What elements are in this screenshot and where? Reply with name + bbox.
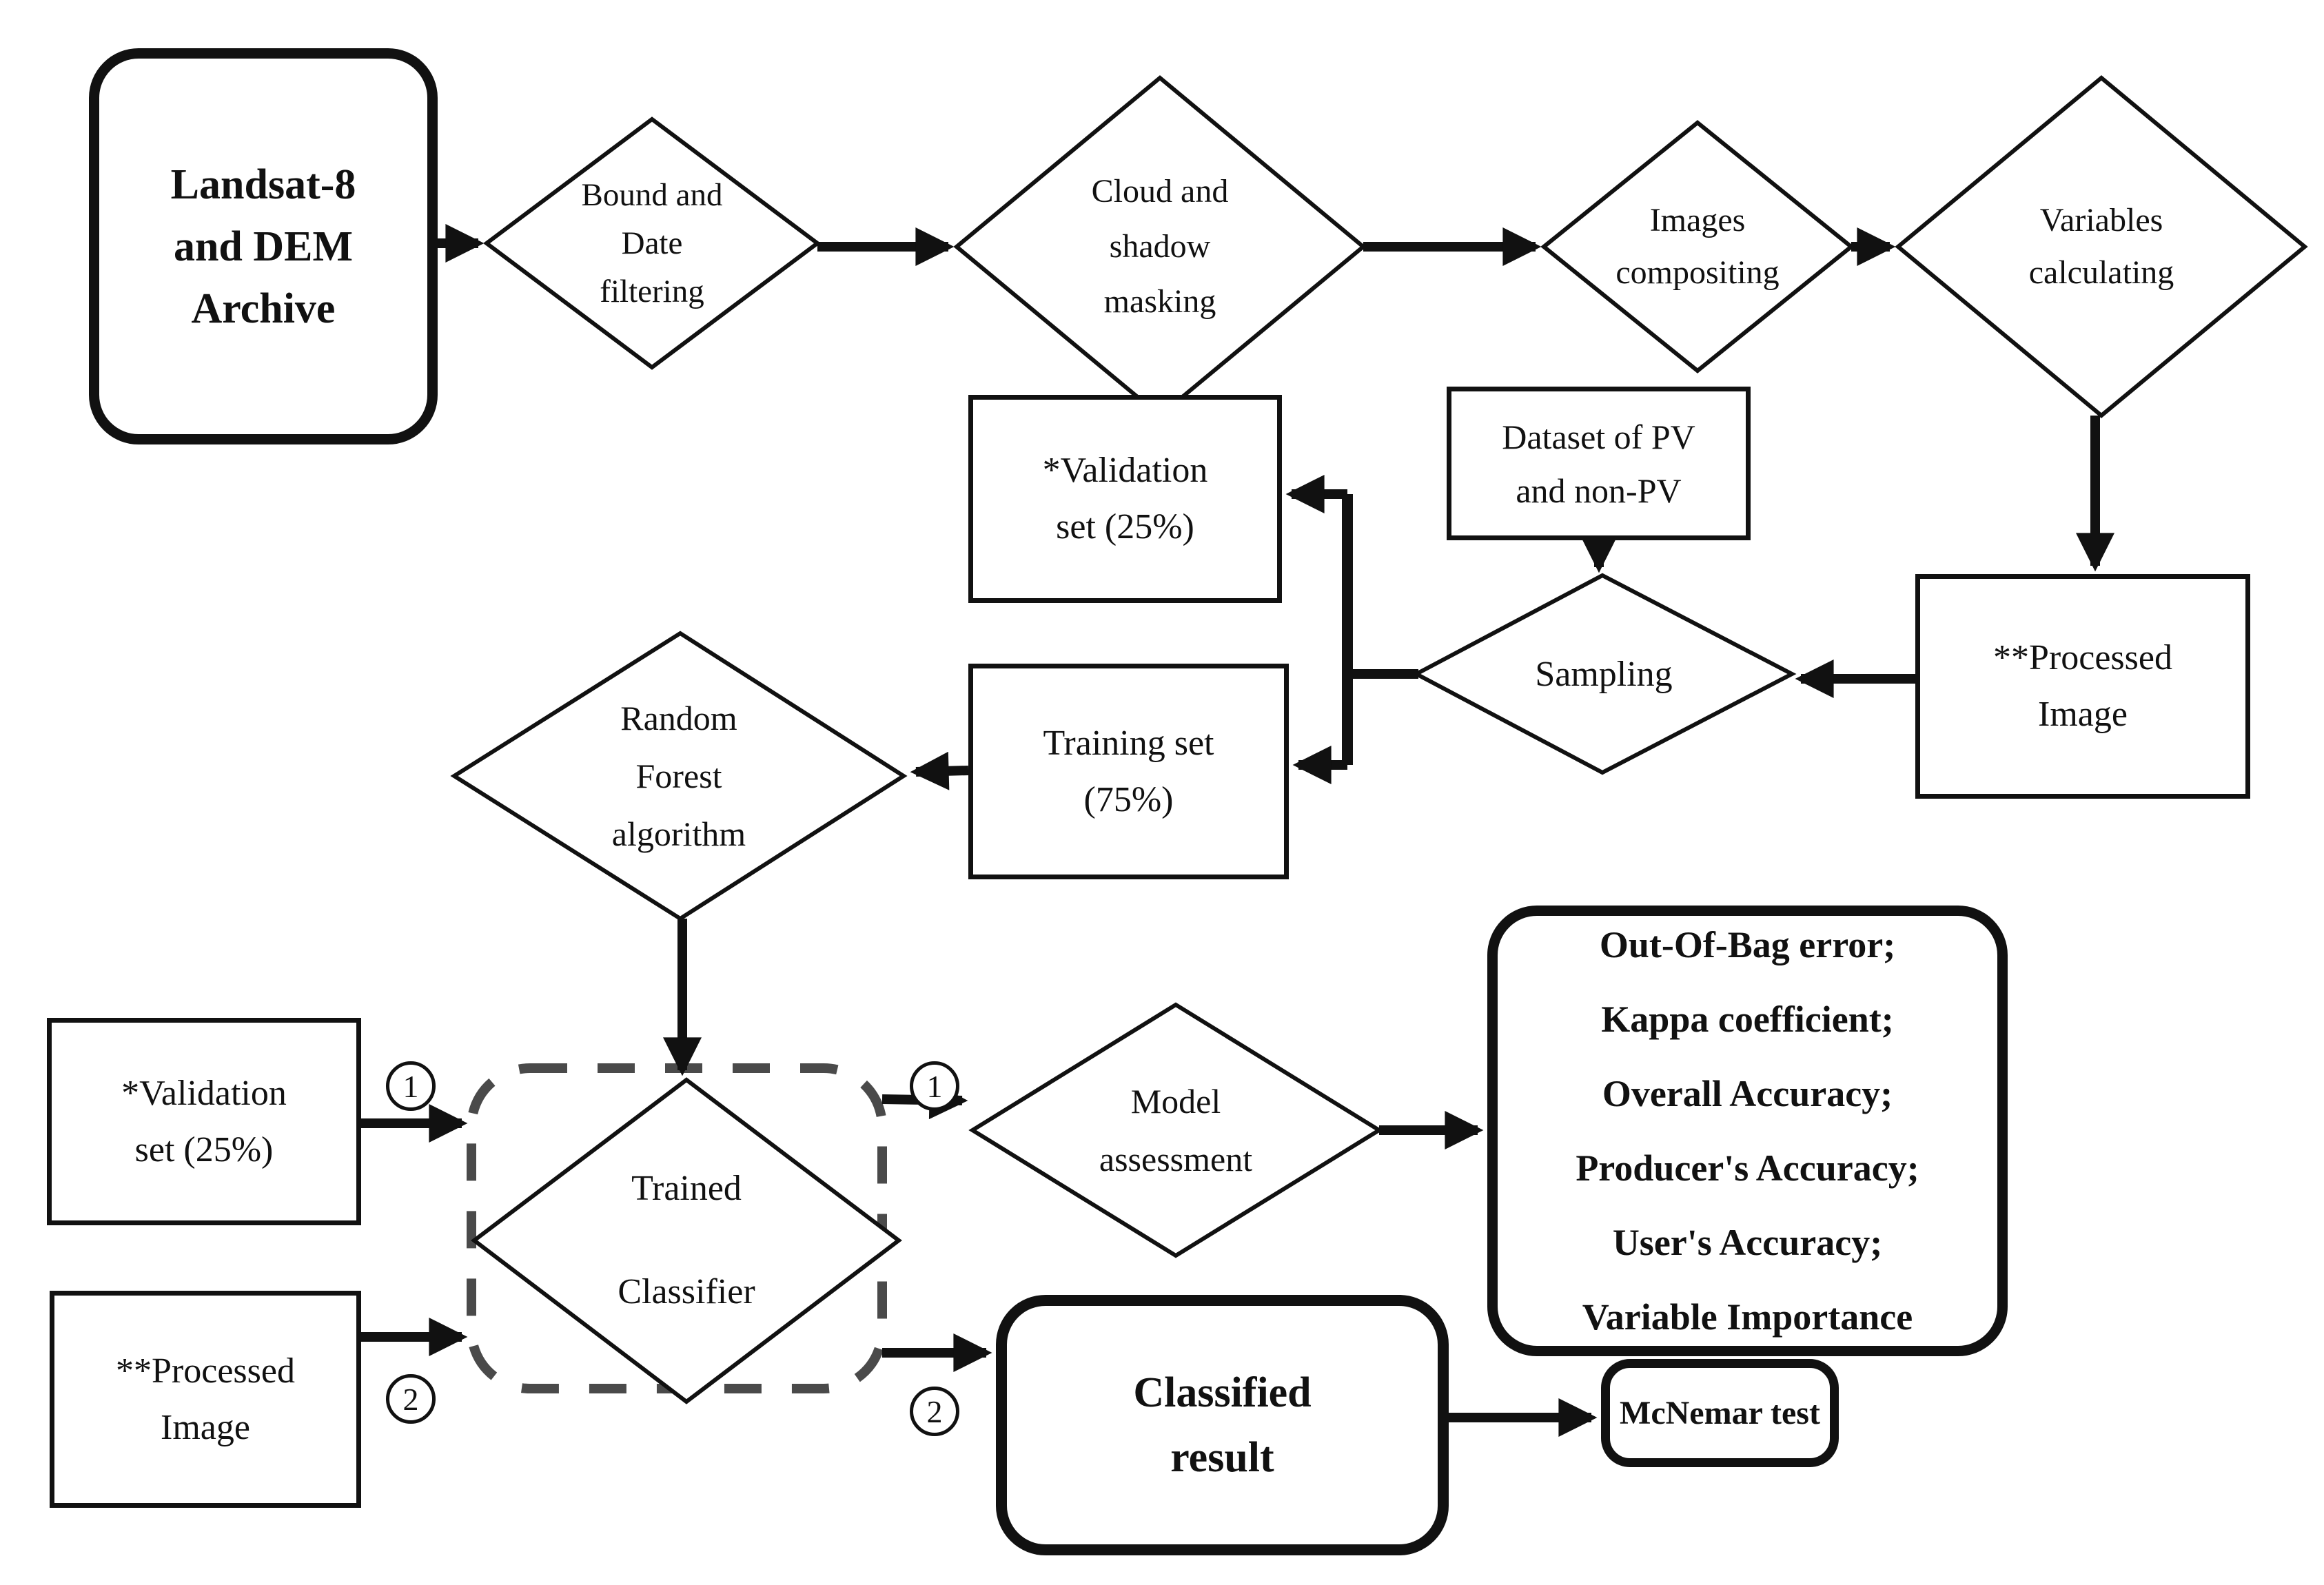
node-landsat-dem-archive: Landsat-8 and DEM Archive (89, 48, 438, 444)
badge-step-1-right: 1 (910, 1061, 959, 1111)
decision-variables-calculating-label: Variables calculating (2028, 202, 2174, 291)
node-validation-set-25-left: *Validation set (25%) (47, 1018, 361, 1225)
node-validation-set-25-left-label: *Validation set (25%) (121, 1073, 287, 1169)
diamond-variables-calculating-shape (1895, 75, 2308, 418)
node-training-set-75-label: Training set (75%) (1043, 723, 1214, 819)
node-mcnemar-test: McNemar test (1601, 1359, 1839, 1467)
decision-bound-date-filtering: Bound and Date filtering (514, 140, 790, 347)
decision-sampling-label: Sampling (1535, 654, 1673, 694)
node-validation-set-25-label: *Validation set (25%) (1042, 451, 1208, 546)
diamond-trained-classifier-shape (471, 1077, 902, 1404)
node-landsat-dem-archive-label: Landsat-8 and DEM Archive (170, 161, 356, 332)
badge-step-1-left-label: 1 (402, 1068, 419, 1104)
badge-step-2-right: 2 (910, 1387, 959, 1436)
decision-model-assessment-label: Model assessment (1099, 1082, 1253, 1178)
decision-bound-date-filtering-label: Bound and Date filtering (581, 177, 723, 309)
decision-random-forest-algorithm-label: Random Forest algorithm (611, 699, 746, 853)
decision-cloud-shadow-masking-label: Cloud and shadow masking (1091, 173, 1229, 320)
badge-step-1-right-label: 1 (926, 1068, 943, 1104)
node-processed-image-right: **Processed Image (1915, 574, 2250, 799)
node-processed-image-right-label: **Processed Image (1993, 638, 2172, 734)
decision-trained-classifier: Trained Classifier (549, 1137, 824, 1344)
node-training-set-75: Training set (75%) (968, 664, 1289, 879)
node-assessment-outputs-label: Out-Of-Bag error; Kappa coefficient; Ove… (1576, 924, 1919, 1338)
node-assessment-outputs: Out-Of-Bag error; Kappa coefficient; Ove… (1487, 906, 2008, 1356)
badge-step-2-left: 2 (386, 1374, 436, 1424)
node-classified-result: Classified result (996, 1295, 1449, 1555)
node-classified-result-label: Classified result (1133, 1369, 1312, 1481)
diamond-random-forest-shape (450, 631, 908, 921)
diamond-sampling-shape (1411, 573, 1797, 775)
badge-step-2-left-label: 2 (402, 1381, 419, 1417)
node-dataset-pv-nonpv: Dataset of PV and non-PV (1447, 387, 1751, 540)
decision-random-forest-algorithm: Random Forest algorithm (541, 673, 817, 879)
node-dataset-pv-nonpv-label: Dataset of PV and non-PV (1502, 417, 1695, 510)
decision-sampling: Sampling (1466, 605, 1742, 743)
node-validation-set-25: *Validation set (25%) (968, 395, 1282, 603)
node-processed-image-left: **Processed Image (50, 1291, 361, 1508)
decision-variables-calculating: Variables calculating (1964, 143, 2239, 350)
node-processed-image-left-label: **Processed Image (116, 1351, 295, 1447)
arrow-training-set-to-random-forest (910, 751, 969, 790)
decision-images-compositing: Images compositing (1560, 143, 1835, 350)
decision-cloud-shadow-masking: Cloud and shadow masking (1022, 143, 1298, 350)
badge-step-2-right-label: 2 (926, 1393, 943, 1429)
node-mcnemar-test-label: McNemar test (1620, 1395, 1820, 1431)
badge-step-1-left: 1 (386, 1061, 436, 1111)
decision-images-compositing-label: Images compositing (1615, 202, 1780, 291)
decision-trained-classifier-label: Trained Classifier (618, 1169, 755, 1311)
decision-model-assessment: Model assessment (1038, 1027, 1314, 1234)
